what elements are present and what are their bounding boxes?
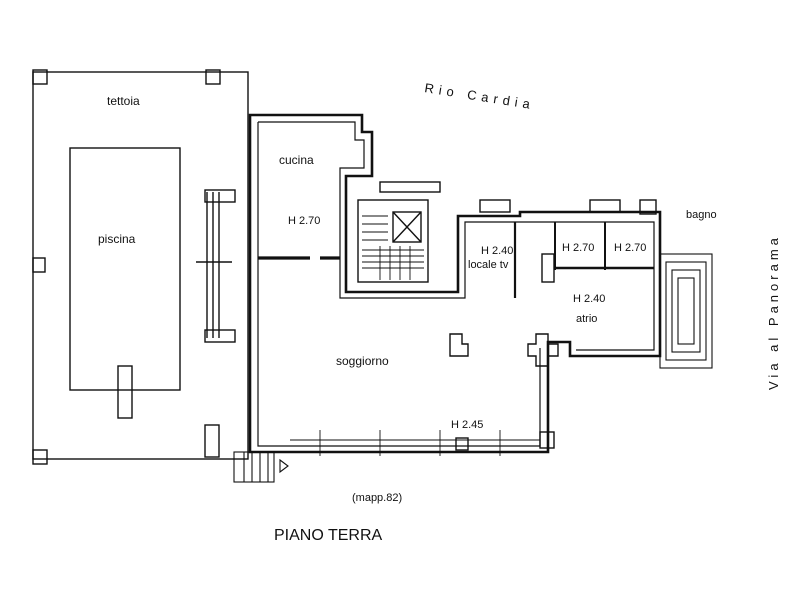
atrio-height-label: H 2.40 (573, 293, 605, 305)
height-270-a-label: H 2.70 (562, 242, 594, 254)
entry-steps (233, 451, 275, 483)
post (32, 257, 46, 273)
cucina-label: cucina (279, 153, 314, 167)
north-street-label: Rio Cardia (424, 80, 536, 112)
pool-outline (69, 147, 181, 391)
tettoia-outline (32, 71, 249, 460)
atrio-label: atrio (576, 313, 597, 325)
east-street-label: Via al Panorama (766, 234, 781, 390)
east-steps (659, 253, 713, 369)
locale-tv-label: locale tv (468, 259, 509, 271)
post (32, 69, 48, 85)
tettoia-label: tettoia (107, 94, 140, 108)
post (205, 69, 221, 85)
height-270-b-label: H 2.70 (614, 242, 646, 254)
locale-tv-height-label: H 2.40 (481, 245, 513, 257)
soggiorno-height-label: H 2.45 (451, 419, 483, 431)
pool-ladder (117, 365, 133, 419)
post (32, 449, 48, 465)
bagno-label: bagno (686, 209, 717, 221)
soggiorno-label: soggiorno (336, 354, 389, 368)
cucina-height-label: H 2.70 (288, 215, 320, 227)
map-reference: (mapp.82) (352, 492, 402, 504)
drawing-title: PIANO TERRA (274, 527, 383, 544)
stair-well (357, 199, 429, 283)
piscina-label: piscina (98, 232, 136, 246)
